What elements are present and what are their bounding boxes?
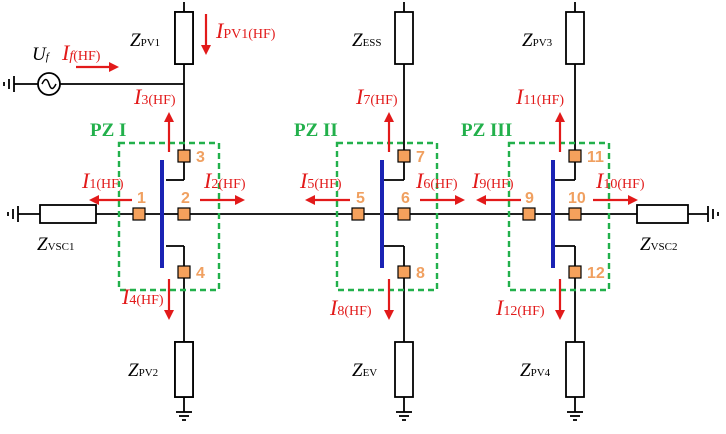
ground-symbol-right <box>707 206 719 222</box>
impedance-pv1 <box>174 11 194 65</box>
current-label-i8: I8(HF) <box>329 295 372 320</box>
current-label-i1: I1(HF) <box>81 168 124 193</box>
impedance-label-pv1: ZPV1 <box>130 30 160 51</box>
current-label-i10: I10(HF) <box>595 168 645 193</box>
measurement-point-8 <box>397 265 411 279</box>
node-label-8: 8 <box>416 265 425 282</box>
source-label: Uf <box>32 44 51 65</box>
protection-zone-3-label: PZ III <box>461 120 512 141</box>
node-label-11: 11 <box>587 149 604 166</box>
current-label-i7: I7(HF) <box>355 84 398 109</box>
impedance-pv4 <box>565 341 585 398</box>
measurement-point-5 <box>351 207 365 221</box>
impedance-vsc2 <box>636 204 689 224</box>
impedance-label-ev: ZEV <box>352 360 377 381</box>
current-label-i11: I11(HF) <box>515 84 564 109</box>
node-label-12: 12 <box>587 265 605 282</box>
measurement-point-2 <box>177 207 191 221</box>
current-label-i4: I4(HF) <box>121 284 164 309</box>
node-label-1: 1 <box>137 190 146 207</box>
impedance-ess <box>394 11 414 65</box>
measurement-point-4 <box>177 265 191 279</box>
measurement-point-1 <box>132 207 146 221</box>
node-label-7: 7 <box>416 149 425 166</box>
node-label-6: 6 <box>401 190 410 207</box>
node-label-10: 10 <box>568 190 586 207</box>
node-label-9: 9 <box>525 190 534 207</box>
measurement-point-9 <box>522 207 536 221</box>
impedance-label-vsc1: ZVSC1 <box>37 234 74 255</box>
current-label-i12: I12(HF) <box>495 295 545 320</box>
impedance-pv3 <box>565 11 585 65</box>
protection-zone-2-box <box>335 141 439 292</box>
measurement-point-11 <box>568 149 582 163</box>
impedance-label-ess: ZESS <box>352 30 382 51</box>
impedance-label-vsc2: ZVSC2 <box>640 234 677 255</box>
voltage-source <box>14 72 61 96</box>
impedance-label-pv2: ZPV2 <box>128 360 158 381</box>
measurement-point-10 <box>568 207 582 221</box>
impedance-label-pv4: ZPV4 <box>520 360 551 381</box>
current-label-ipv1: IPV1(HF) <box>215 18 276 43</box>
impedance-ev <box>394 341 414 398</box>
current-label-i3: I3(HF) <box>133 84 176 109</box>
current-label-i9: I9(HF) <box>471 168 514 193</box>
measurement-point-3 <box>177 149 191 163</box>
impedance-label-pv3: ZPV3 <box>522 30 553 51</box>
impedance-pv2 <box>174 341 194 398</box>
ground-symbol-source <box>3 76 15 92</box>
current-label-i2: I2(HF) <box>203 168 246 193</box>
measurement-point-7 <box>397 149 411 163</box>
ground-symbol-left <box>7 206 19 222</box>
measurement-point-12 <box>568 265 582 279</box>
current-label-i6: I6(HF) <box>415 168 458 193</box>
protection-zone-2-label: PZ II <box>294 120 338 141</box>
current-label-i5: I5(HF) <box>299 168 342 193</box>
current-label-if: If(HF) <box>61 40 101 65</box>
node-label-4: 4 <box>196 265 205 282</box>
impedance-vsc1 <box>39 204 97 224</box>
measurement-point-6 <box>397 207 411 221</box>
protection-zone-1-label: PZ I <box>90 120 126 141</box>
node-label-5: 5 <box>356 190 365 207</box>
node-label-3: 3 <box>196 149 205 166</box>
node-label-2: 2 <box>181 190 190 207</box>
